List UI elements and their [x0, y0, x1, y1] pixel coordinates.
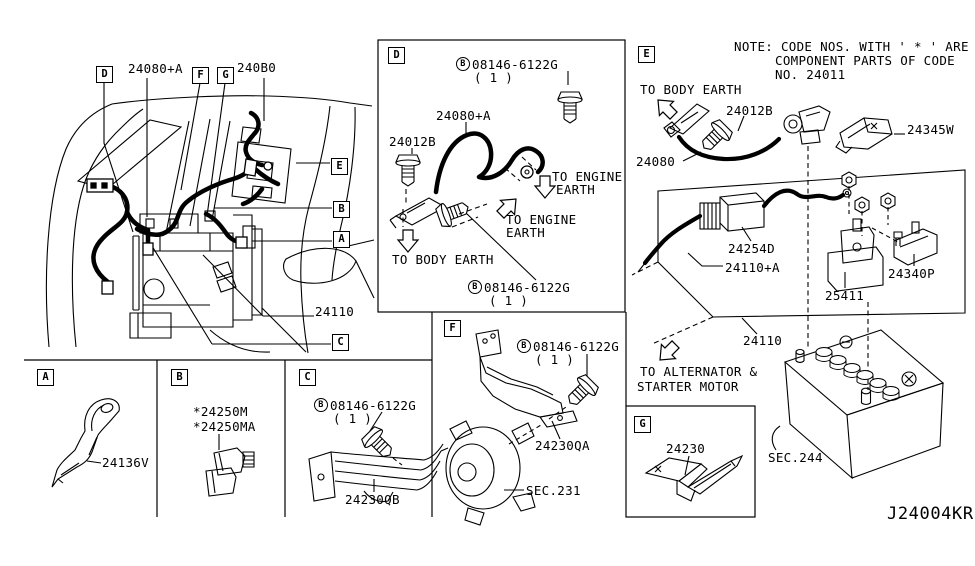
bolt-part-number: 08146-6122G [472, 56, 559, 72]
label-24110a: 24110+A [725, 260, 780, 275]
section-letter: D [393, 49, 400, 62]
to-alternator-line2: STARTER MOTOR [637, 379, 739, 394]
bolt-qty-c: ( 1 ) [333, 411, 373, 426]
callout-letter: E [336, 160, 343, 173]
section-a-art [51, 398, 120, 488]
section-b-art [205, 434, 255, 497]
label-24080a-d: 24080+A [436, 108, 491, 123]
to-engine-earth-1-line1: TO ENGINE [552, 169, 623, 184]
note-line-2: COMPONENT PARTS OF CODE [775, 53, 955, 68]
section-letter: B [176, 371, 183, 384]
callout-letter: B [338, 203, 345, 216]
battery-drawing [771, 329, 945, 480]
section-g-letter: G [634, 416, 651, 433]
label-24230qa: 24230QA [535, 438, 590, 453]
callout-letter: C [337, 336, 344, 349]
bolt-part-number: 08146-6122G [533, 338, 620, 354]
battery-negative-post [795, 348, 805, 364]
section-c-art [308, 411, 449, 503]
label-24230qb: 24230QB [345, 492, 400, 507]
callout-letter: A [338, 233, 345, 246]
callout-box-a-right: A [333, 231, 350, 248]
callout-letter: G [222, 69, 229, 82]
to-engine-earth-1-line2: EARTH [556, 182, 596, 197]
section-letter: C [304, 371, 311, 384]
callout-box-b-right: B [333, 201, 350, 218]
section-b-letter: B [171, 369, 188, 386]
section-borders [24, 39, 756, 518]
label-sec231: SEC.231 [526, 483, 581, 498]
note-line-3: NO. 24011 [775, 67, 846, 82]
label-24345w: 24345W [907, 122, 954, 137]
to-body-earth-d: TO BODY EARTH [392, 252, 494, 267]
label-240b0-main: 240B0 [237, 60, 277, 75]
battery-negative-symbol [839, 335, 853, 349]
label-24250m: *24250M [193, 404, 248, 419]
section-e-letter: E [638, 46, 655, 63]
label-24230: 24230 [666, 441, 706, 456]
callout-box-g-top: G [217, 67, 234, 84]
section-letter: A [42, 371, 49, 384]
to-body-earth-e: TO BODY EARTH [640, 82, 742, 97]
section-f-letter: F [444, 320, 461, 337]
circled-b-icon: B [517, 339, 531, 353]
section-a-letter: A [37, 369, 54, 386]
section-letter: E [643, 48, 650, 61]
to-engine-earth-2-line1: TO ENGINE [506, 212, 577, 227]
section-d-art [389, 71, 583, 281]
to-engine-earth-2-line2: EARTH [506, 225, 546, 240]
main-callout-leaders [103, 78, 332, 345]
engine-harness-thick [91, 110, 281, 285]
section-f-art [445, 329, 601, 526]
section-e-art [631, 92, 966, 390]
battery-positive-post [860, 387, 872, 406]
drawing-code: J24004KR [887, 504, 974, 524]
label-25411: 25411 [825, 288, 865, 303]
bolt-qty-d-top: ( 1 ) [474, 70, 514, 85]
label-24110-e: 24110 [743, 333, 783, 348]
battery-positive-symbol [901, 371, 917, 387]
section-d-letter: D [388, 47, 405, 64]
callout-box-e-right: E [331, 158, 348, 175]
bolt-part-number: 08146-6122G [484, 279, 571, 295]
label-24250ma: *24250MA [193, 419, 256, 434]
circled-b-icon: B [314, 398, 328, 412]
to-alternator-line1: TO ALTERNATOR & [640, 364, 758, 379]
section-letter: F [449, 322, 456, 335]
label-24110-main: 24110 [315, 304, 355, 319]
label-sec244: SEC.244 [768, 450, 823, 465]
callout-box-c-right: C [332, 334, 349, 351]
label-24080a-main: 24080+A [128, 61, 183, 76]
circled-b-icon: B [468, 280, 482, 294]
callout-box-d-top: D [96, 66, 113, 83]
bolt-qty-d-bottom: ( 1 ) [489, 293, 529, 308]
label-24080: 24080 [636, 154, 676, 169]
label-24012b-d: 24012B [389, 134, 436, 149]
callout-letter: F [197, 69, 204, 82]
callout-box-f-top: F [192, 67, 209, 84]
circled-b-icon: B [456, 57, 470, 71]
section-g-art [644, 454, 744, 502]
section-letter: G [639, 418, 646, 431]
car-body-sketch [45, 95, 375, 354]
bolt-part-number: 08146-6122G [330, 397, 417, 413]
note-line-1: NOTE: CODE NOS. WITH ' * ' ARE [734, 39, 969, 54]
bolt-qty-f: ( 1 ) [535, 352, 575, 367]
label-24254d: 24254D [728, 241, 775, 256]
label-24012b-e: 24012B [726, 103, 773, 118]
label-24340p: 24340P [888, 266, 935, 281]
harness-connectors [86, 158, 273, 295]
callout-letter: D [101, 68, 108, 81]
section-c-letter: C [299, 369, 316, 386]
label-24136v: 24136V [102, 455, 149, 470]
